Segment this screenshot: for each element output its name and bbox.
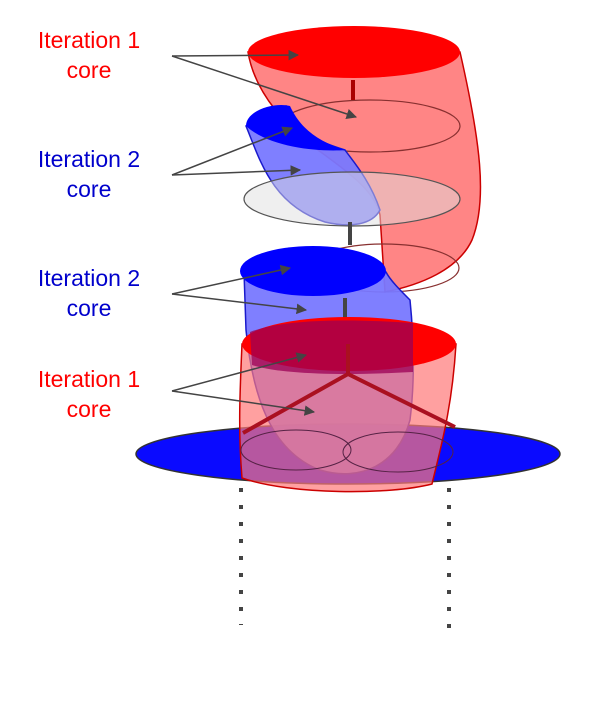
label-iteration-2-lower: Iteration 2 core	[14, 263, 164, 323]
core-lower-slice-left	[240, 429, 352, 471]
label-3-arrows	[171, 264, 308, 315]
label-4-arrows	[171, 352, 316, 416]
core-upper-iteration-1-top	[248, 26, 460, 78]
core-lower-iteration-1-body	[238, 343, 457, 493]
core-upper-iteration-2-top	[246, 104, 346, 151]
label-line-1: Iteration 2	[37, 146, 141, 172]
label-iteration-1-upper: Iteration 1 core	[14, 25, 164, 85]
core-lower-slice-right	[342, 431, 454, 473]
label-1-arrows	[171, 49, 357, 120]
label-line-2: core	[66, 57, 112, 83]
label-line-2: core	[66, 396, 112, 422]
label-iteration-1-lower: Iteration 1 core	[14, 364, 164, 424]
label-2-arrows	[171, 126, 302, 176]
label-line-1: Iteration 2	[37, 265, 141, 291]
label-line-1: Iteration 1	[37, 27, 141, 53]
label-iteration-2-upper: Iteration 2 core	[14, 144, 164, 204]
label-line-2: core	[66, 295, 112, 321]
core-lower-internal-edges	[242, 344, 456, 435]
core-lower-overlap	[250, 320, 413, 374]
label-line-1: Iteration 1	[37, 366, 141, 392]
core-lower-iteration-2-top	[240, 246, 386, 296]
core-upper-iteration-2-slice	[243, 171, 461, 227]
label-line-2: core	[66, 176, 112, 202]
